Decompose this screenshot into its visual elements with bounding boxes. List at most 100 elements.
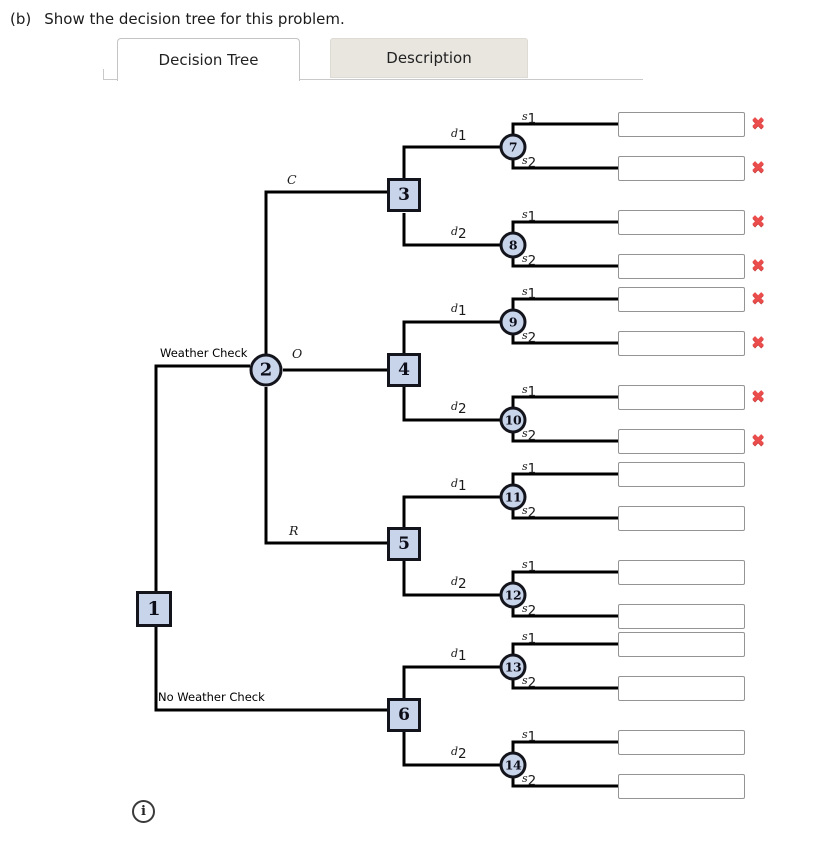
branch-label-s2: s2 <box>522 152 536 171</box>
answer-input-10-s1[interactable] <box>618 385 745 410</box>
branch-label-s1-letter: s <box>522 728 528 741</box>
branch-label-d2-letter: d <box>451 575 459 588</box>
branch-label-d2-subscript: 2 <box>458 401 467 417</box>
branch-label-d1-subscript: 1 <box>458 648 467 664</box>
answer-input-9-s2[interactable] <box>618 331 745 356</box>
branch-label-s2-letter: s <box>522 154 528 167</box>
branch-label-s2: s2 <box>522 327 536 346</box>
branch-label-s1-subscript: 1 <box>527 111 537 127</box>
incorrect-icon: ✖ <box>751 387 766 407</box>
answer-input-14-s1[interactable] <box>618 730 745 755</box>
branch-label-s1-subscript: 1 <box>527 286 537 302</box>
branch-label-s2-subscript: 2 <box>527 505 537 521</box>
chance-node-9: 9 <box>499 308 527 336</box>
branch-label-s2-letter: s <box>522 427 528 440</box>
branch-label-d1-subscript: 1 <box>458 128 467 144</box>
incorrect-icon: ✖ <box>751 158 766 178</box>
branch-label-s2-letter: s <box>522 602 528 615</box>
branch-label-s2-letter: s <box>522 504 528 517</box>
answer-input-8-s1[interactable] <box>618 210 745 235</box>
incorrect-icon: ✖ <box>751 333 766 353</box>
branch-label-s1-subscript: 1 <box>527 559 537 575</box>
page-title: Show the decision tree for this problem. <box>44 10 345 28</box>
branch-label-d2: d2 <box>451 573 467 592</box>
branch-label-s2-subscript: 2 <box>527 155 537 171</box>
branch-label-s2-subscript: 2 <box>527 675 537 691</box>
branch-label-s1-letter: s <box>522 208 528 221</box>
branch-label-d2-letter: d <box>451 225 459 238</box>
chance-node-7: 7 <box>499 133 527 161</box>
branch-label-d2-subscript: 2 <box>458 746 467 762</box>
incorrect-icon: ✖ <box>751 212 766 232</box>
branch-label-s1-letter: s <box>522 285 528 298</box>
branch-label-s1: s1 <box>522 556 536 575</box>
branch-label-d1-subscript: 1 <box>458 478 467 494</box>
branch-label-s1-subscript: 1 <box>527 461 537 477</box>
branch-label-d2-subscript: 2 <box>458 226 467 242</box>
branch-label-s1: s1 <box>522 206 536 225</box>
chance-node-14: 14 <box>499 751 527 779</box>
branch-label-s1-subscript: 1 <box>527 209 537 225</box>
branch-label-s2: s2 <box>522 672 536 691</box>
decision-node-1: 1 <box>136 591 172 627</box>
branch-label-no-weather-check: No Weather Check <box>158 690 265 704</box>
branch-label-s1-subscript: 1 <box>527 631 537 647</box>
answer-input-12-s1[interactable] <box>618 560 745 585</box>
chance-node-10: 10 <box>499 406 527 434</box>
branch-label-d1: d1 <box>451 125 467 144</box>
branch-label-s2: s2 <box>522 502 536 521</box>
part-label: (b) <box>10 10 32 28</box>
branch-label-s1: s1 <box>522 726 536 745</box>
branch-label-s2-subscript: 2 <box>527 253 537 269</box>
answer-input-8-s2[interactable] <box>618 254 745 279</box>
info-icon-letter: i <box>141 804 146 819</box>
branch-label-s1-letter: s <box>522 630 528 643</box>
branch-label-s2-letter: s <box>522 772 528 785</box>
answer-input-7-s2[interactable] <box>618 156 745 181</box>
branch-label-r: R <box>289 523 299 538</box>
branch-label-s1: s1 <box>522 458 536 477</box>
answer-input-9-s1[interactable] <box>618 287 745 312</box>
branch-label-s1: s1 <box>522 108 536 127</box>
branch-label-s2-letter: s <box>522 674 528 687</box>
tab-description[interactable]: Description <box>330 38 528 78</box>
branch-label-d1: d1 <box>451 475 467 494</box>
branch-label-s2-letter: s <box>522 252 528 265</box>
branch-label-d1-letter: d <box>451 647 459 660</box>
chance-node-12: 12 <box>499 581 527 609</box>
info-icon[interactable]: i <box>132 800 155 823</box>
answer-input-11-s2[interactable] <box>618 506 745 531</box>
branch-label-d1-letter: d <box>451 477 459 490</box>
branch-label-d2: d2 <box>451 398 467 417</box>
branch-label-s2-subscript: 2 <box>527 773 537 789</box>
tab-divider-stub <box>103 69 104 80</box>
branch-label-s2: s2 <box>522 425 536 444</box>
answer-input-13-s2[interactable] <box>618 676 745 701</box>
branch-label-s2: s2 <box>522 600 536 619</box>
question-title-row: (b) Show the decision tree for this prob… <box>10 10 345 28</box>
answer-input-13-s1[interactable] <box>618 632 745 657</box>
branch-label-o: O <box>292 346 303 361</box>
branch-label-s1: s1 <box>522 628 536 647</box>
answer-input-7-s1[interactable] <box>618 112 745 137</box>
branch-label-s1-letter: s <box>522 460 528 473</box>
branch-label-s1: s1 <box>522 381 536 400</box>
branch-label-d2: d2 <box>451 743 467 762</box>
branch-label-d2-letter: d <box>451 400 459 413</box>
tab-decision-tree[interactable]: Decision Tree <box>117 38 300 81</box>
answer-input-12-s2[interactable] <box>618 604 745 629</box>
answer-input-11-s1[interactable] <box>618 462 745 487</box>
answer-input-14-s2[interactable] <box>618 774 745 799</box>
branch-label-c: C <box>287 172 297 187</box>
incorrect-icon: ✖ <box>751 114 766 134</box>
answer-input-10-s2[interactable] <box>618 429 745 454</box>
branch-label-s2: s2 <box>522 770 536 789</box>
branch-label-s2-subscript: 2 <box>527 330 537 346</box>
decision-node-3: 3 <box>387 178 421 212</box>
tab-divider-line <box>103 79 643 80</box>
branch-label-s2-subscript: 2 <box>527 428 537 444</box>
branch-label-d2-letter: d <box>451 745 459 758</box>
branch-label-s1-letter: s <box>522 558 528 571</box>
